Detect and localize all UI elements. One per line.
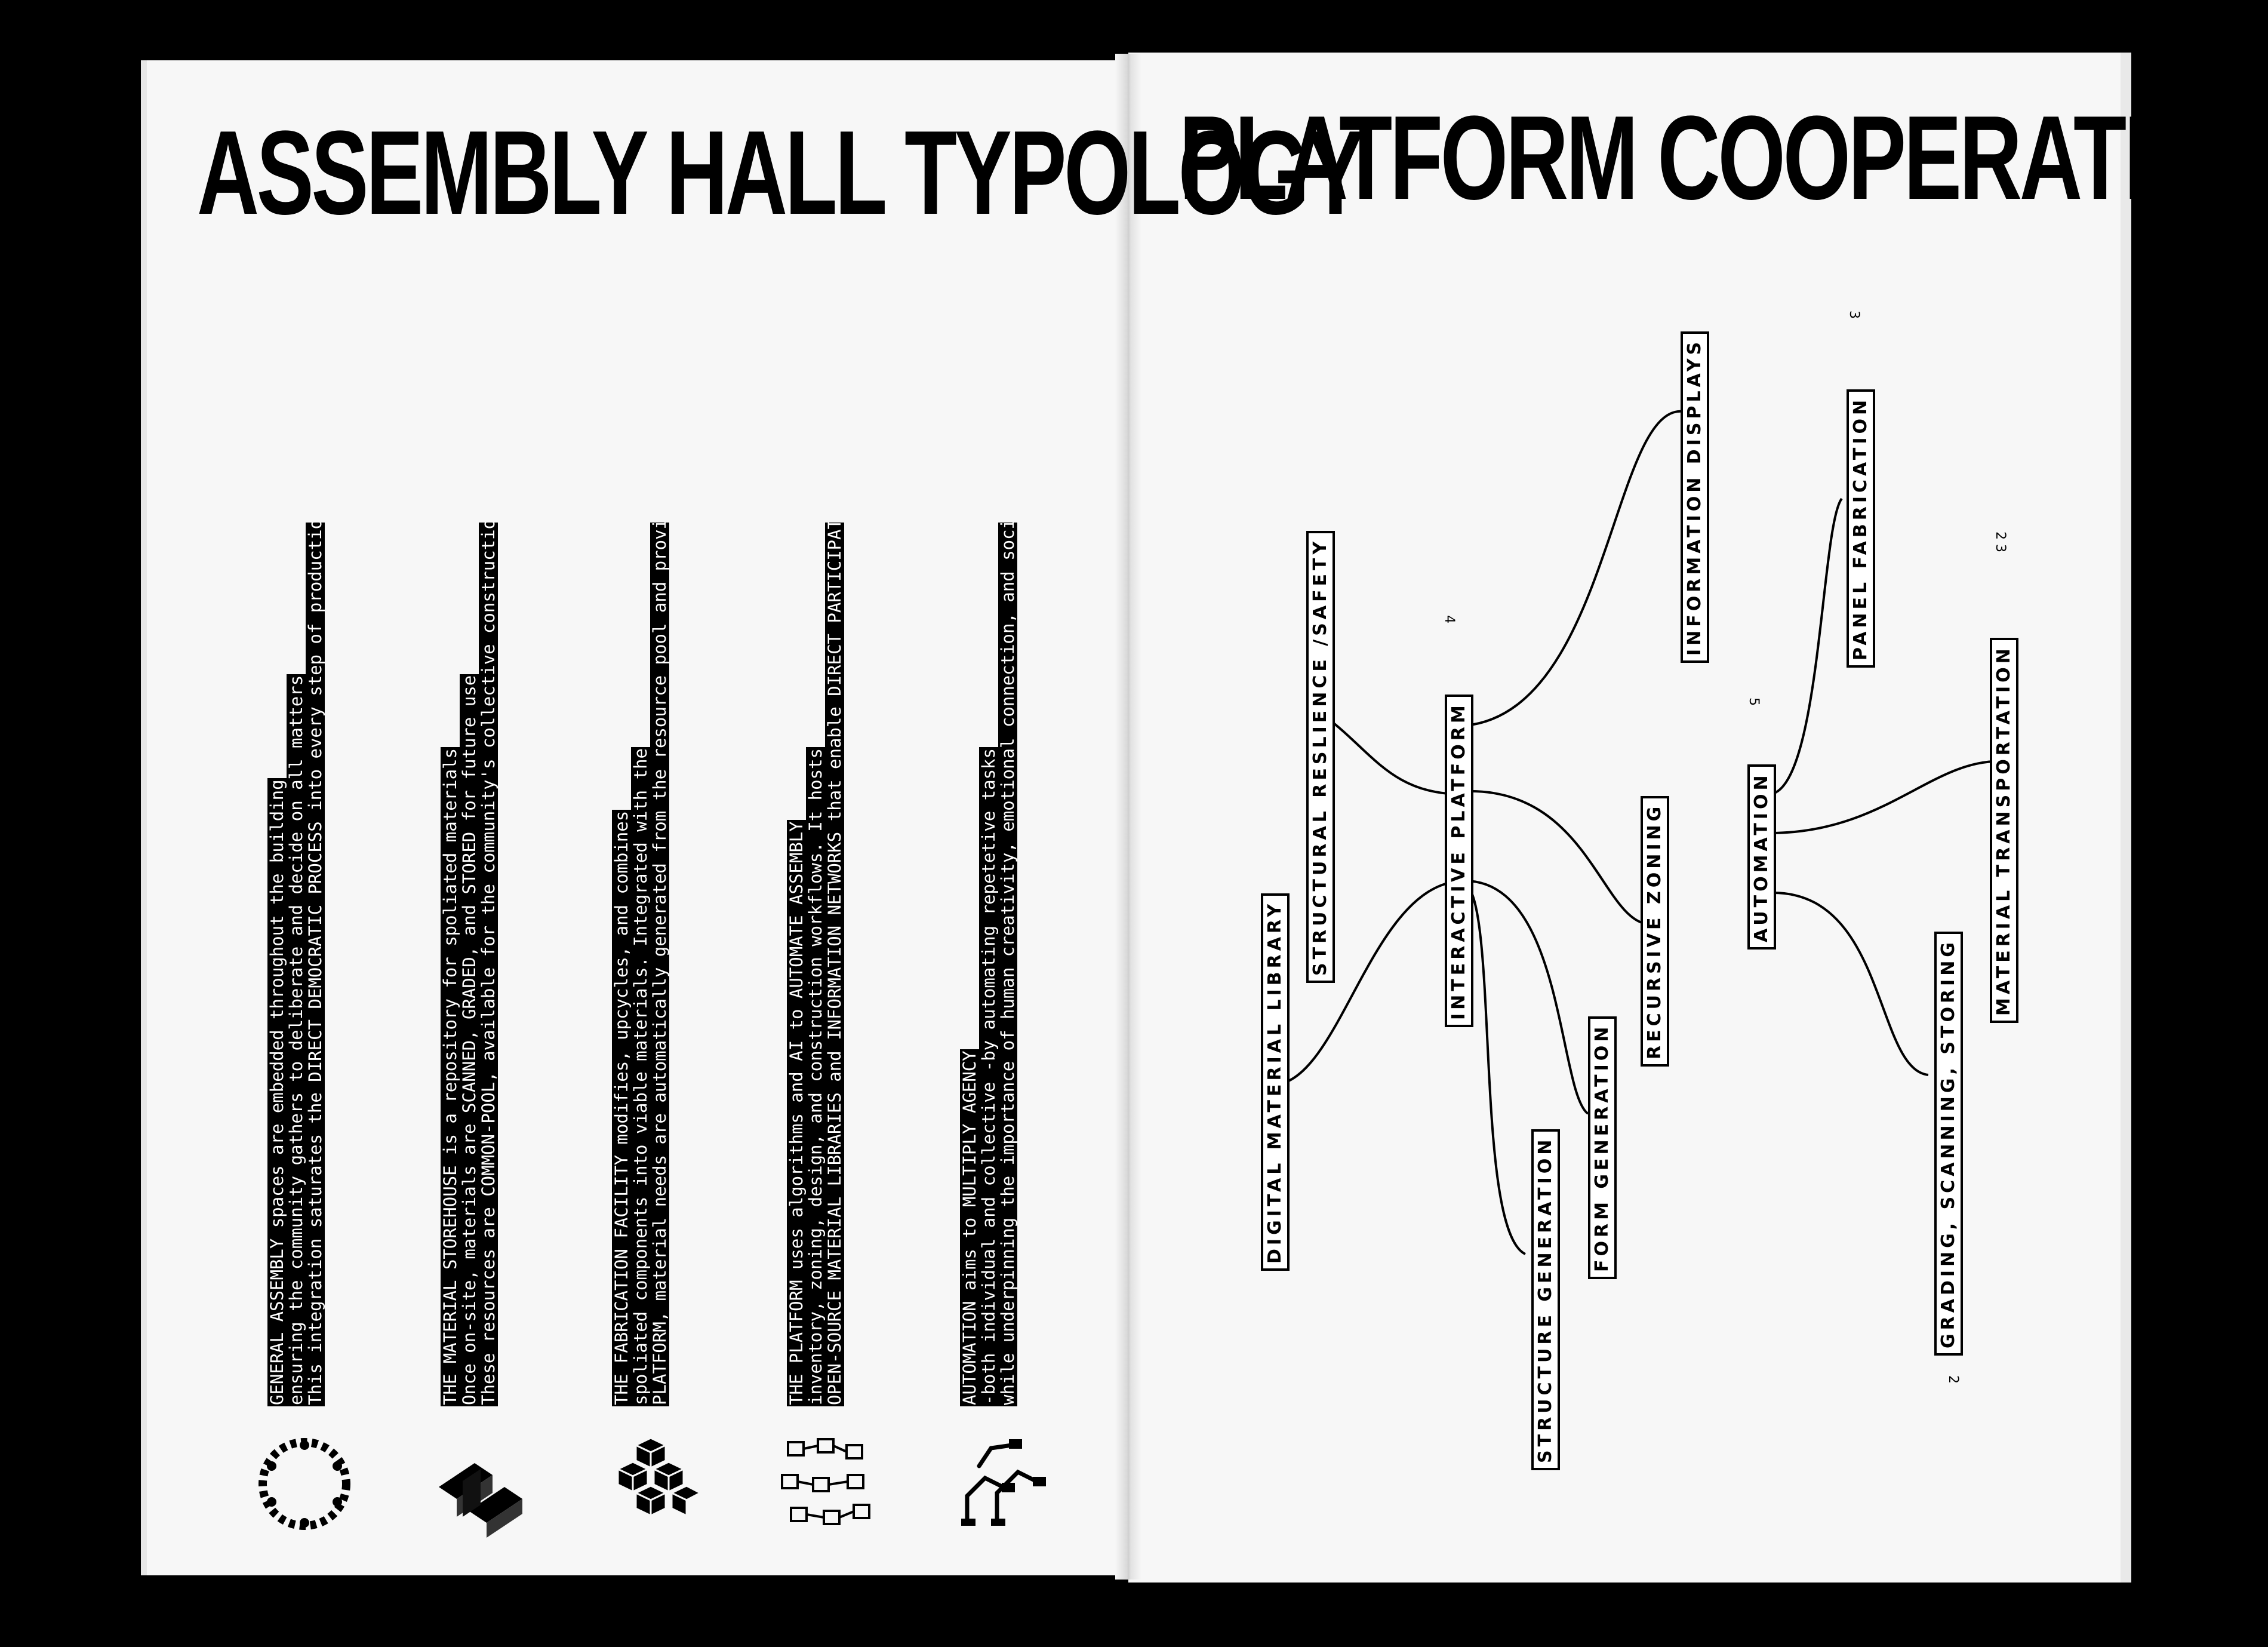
page-gutter xyxy=(1115,54,1141,1580)
robot-arms-icon xyxy=(949,1430,1051,1532)
node-panel-fabrication: PANEL FABRICATION xyxy=(1847,389,1875,668)
ref-number: 4 xyxy=(1442,615,1457,623)
right-page xyxy=(1128,53,2131,1583)
cubes-cluster-icon xyxy=(600,1433,703,1535)
node-digital-material-library: DIGITAL MATERIAL LIBRARY xyxy=(1261,893,1290,1271)
ref-number: 5 xyxy=(1746,697,1761,706)
node-interactive-platform: INTERACTIVE PLATFORM xyxy=(1445,695,1473,1027)
right-page-title: PLATFORM COOPERATIVISM xyxy=(1179,91,2268,225)
node-automation: AUTOMATION xyxy=(1747,764,1776,950)
node-information-displays: INFORMATION DISPLAYS xyxy=(1681,331,1709,663)
ref-number: 2 xyxy=(1946,1375,1961,1384)
ref-number: 3 xyxy=(1847,311,1861,319)
people-circle-icon xyxy=(254,1433,355,1535)
ref-number: 2 3 xyxy=(1993,531,2008,552)
node-recursive-zoning: RECURSIVE ZONING xyxy=(1641,795,1669,1067)
node-structure-generation: STRUCTURE GENERATION xyxy=(1531,1129,1560,1470)
storehouse-blocks-icon xyxy=(427,1439,528,1541)
left-page-edge xyxy=(141,60,147,1575)
node-grading-scanning-storing: GRADING, SCANNING, STORING xyxy=(1934,932,1963,1356)
left-page-title: ASSEMBLY HALL TYPOLOGY xyxy=(197,106,1364,239)
node-form-generation: FORM GENERATION xyxy=(1588,1016,1617,1279)
right-page-edge xyxy=(2121,53,2131,1583)
node-material-transportation: MATERIAL TRANSPORTATION xyxy=(1990,638,2018,1023)
node-structural-resilience: STRUCTURAL RESLIENCE /SAFETY xyxy=(1306,530,1335,983)
network-pointers-icon xyxy=(776,1433,878,1535)
